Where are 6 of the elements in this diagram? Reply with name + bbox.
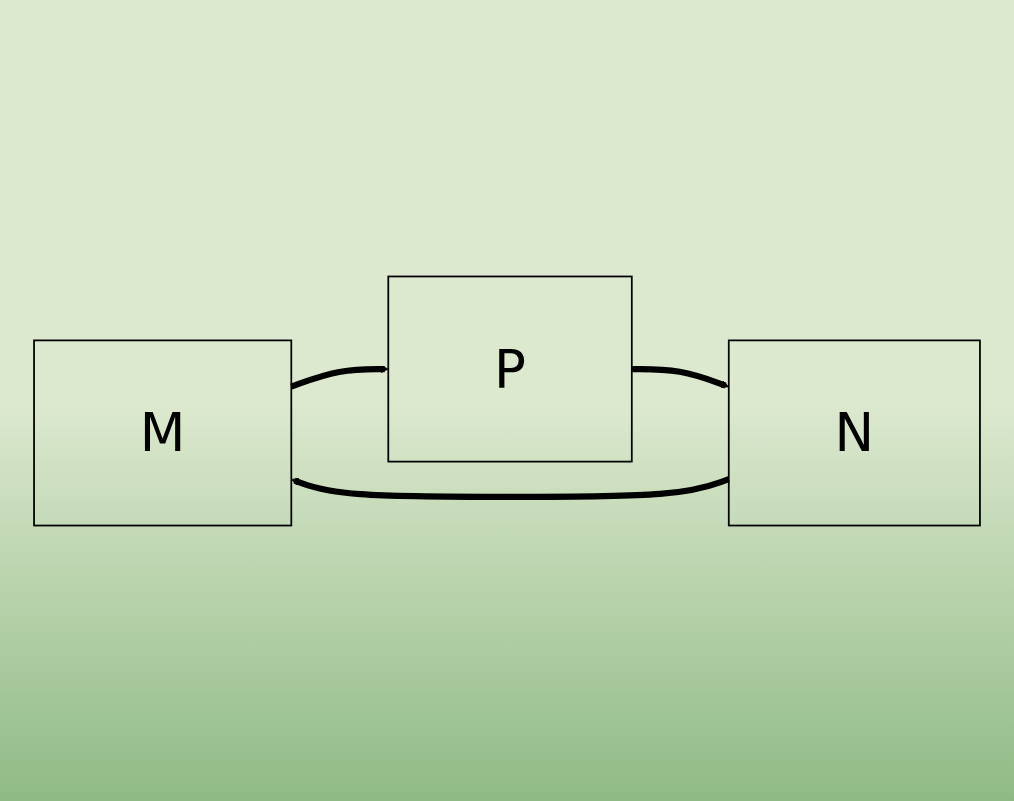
- node-box: N: [727, 339, 981, 526]
- arrow: [631, 365, 730, 389]
- node-box: P: [387, 275, 633, 462]
- arrow: [290, 364, 389, 389]
- node-box: M: [33, 339, 293, 526]
- arrow: [290, 475, 730, 500]
